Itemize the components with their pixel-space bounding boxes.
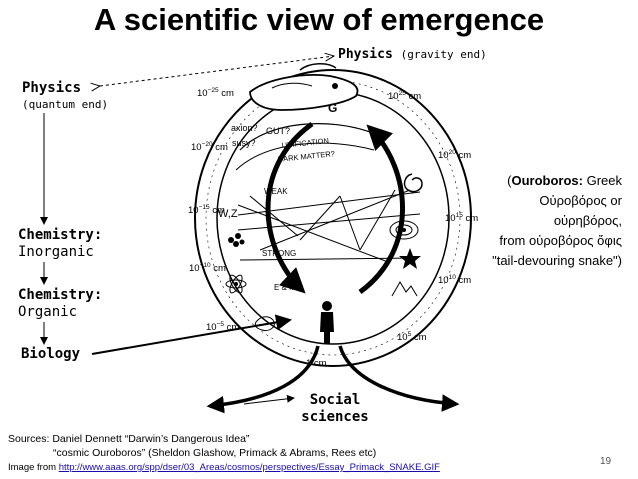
scale-left-3: 10−15 cm (188, 204, 225, 216)
label-unification: UNIFICATION (281, 136, 329, 150)
arrow-social-left (206, 345, 320, 414)
physics-gravity-subtitle: (gravity end) (400, 48, 487, 61)
force-lines (237, 189, 421, 263)
page-number: 19 (600, 456, 612, 467)
physics-quantum-title: Physics (22, 80, 82, 96)
label-axion: axion? (231, 123, 258, 133)
physics-gravity-title: Physics (338, 47, 393, 62)
snake-head (249, 63, 359, 111)
ouroboros-line5: "tail-devouring snake") (492, 253, 622, 268)
molecule-icon (228, 233, 245, 247)
sources-block: Sources: Daniel Dennett “Darwin’s Danger… (8, 432, 376, 460)
arrow-ascending-right (358, 124, 405, 295)
ouroboros-line1: (Ouroboros: Greek (507, 173, 622, 188)
slide-title: A scientific view of emergence (93, 2, 545, 37)
scale-left-1: 10−25 cm (197, 87, 234, 99)
scale-right-2: 1020 cm (438, 149, 471, 161)
physics-quantum-subtitle: (quantum end) (22, 98, 109, 111)
ouroboros-greek-word: Greek (582, 173, 622, 188)
image-credit-prefix: Image from (8, 462, 59, 473)
scale-left-5: 10−5 cm (206, 321, 239, 333)
human-figure (320, 301, 334, 344)
scale-right-5: 105 cm (397, 331, 427, 343)
atom-icon (225, 274, 247, 294)
solar-system-icon (389, 220, 419, 240)
arrow-biology-to-human (91, 314, 292, 355)
scale-right-1: 1025 cm (388, 90, 421, 102)
image-source-link[interactable]: http://www.aaas.org/spp/dser/03_Areas/co… (58, 462, 440, 473)
chemistry-organic-title: Chemistry: (18, 287, 103, 303)
social-sciences-line2: sciences (301, 409, 369, 425)
label-g: G (328, 101, 337, 115)
chemistry-inorganic-subtitle: Inorganic (18, 244, 94, 260)
sources-line2: “cosmic Ouroboros” (Sheldon Glashow, Pri… (53, 447, 377, 459)
social-sciences-line1: Social (309, 392, 361, 408)
label-susy: susy? (232, 138, 256, 148)
ouroboros-note: (Ouroboros: Greek Οὐροβόρος or οὐρηβόρος… (432, 171, 622, 271)
sources-line1: Sources: Daniel Dennett “Darwin’s Danger… (8, 433, 250, 445)
label-gut: GUT? (266, 126, 290, 136)
scale-right-4: 1010 cm (438, 274, 471, 286)
arrow-to-social-label (243, 394, 295, 405)
ouroboros-line3: οὐρηβόρος, (553, 213, 622, 228)
label-em: E & M (274, 283, 296, 292)
physics-gravity-label: Physics (gravity end) (338, 47, 487, 62)
scale-left-2: 10−20 cm (191, 141, 228, 153)
chemistry-inorganic-title: Chemistry: (18, 227, 103, 243)
mountain-icon (391, 281, 418, 297)
ouroboros-line4: from οὐροβόρος ὄφις (499, 233, 622, 248)
chemistry-organic-subtitle: Organic (18, 304, 78, 320)
scale-bottom: 1 cm (306, 358, 327, 369)
ouroboros-term: Ouroboros: (511, 173, 583, 188)
arrow-descending-left (265, 121, 314, 294)
biology-label: Biology (21, 346, 81, 362)
image-credit: Image from http://www.aaas.org/spp/dser/… (8, 462, 440, 473)
arrow-social-right (338, 345, 460, 412)
scale-right-3: 1015 cm (445, 212, 478, 224)
label-weak: WEAK (264, 187, 288, 196)
unification-arc (239, 123, 371, 151)
amoeba-icon (254, 316, 275, 331)
scale-left-4: 10−10 cm (189, 262, 226, 274)
label-wz: W,Z (218, 208, 238, 220)
label-strong: STRONG (262, 249, 296, 258)
dark-matter-arc (235, 142, 375, 171)
star-icon (399, 248, 421, 269)
ouroboros-line2: Οὐροβόρος or (539, 193, 622, 208)
spiral-galaxy-icon (403, 173, 423, 193)
